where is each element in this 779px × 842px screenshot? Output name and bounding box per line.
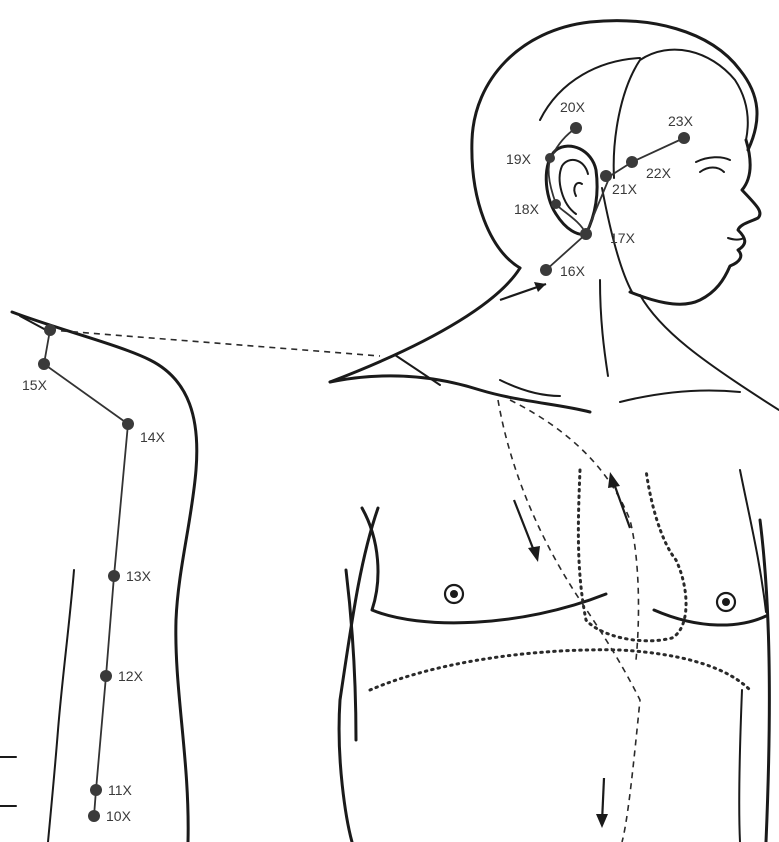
arrow-chest-down (514, 500, 540, 562)
point-15x: 15X (22, 324, 56, 393)
point-11x-label: 11X (108, 782, 133, 798)
point-18x: 18X (514, 199, 561, 217)
point-11x: 11X (90, 782, 133, 798)
point-14x: 14X (122, 418, 166, 445)
point-22x-label: 22X (646, 165, 672, 181)
point-21x-label: 21X (612, 181, 638, 197)
point-17x-label: 17X (610, 230, 636, 246)
point-13x: 13X (108, 568, 152, 584)
point-16x: 16X (540, 263, 586, 279)
point-10x: 10X (88, 808, 132, 824)
point-12x-label: 12X (118, 668, 144, 684)
point-22x: 22X (626, 156, 672, 181)
point-12x: 12X (100, 668, 144, 684)
point-23x-label: 23X (668, 113, 694, 129)
point-14x-label: 14X (140, 429, 166, 445)
point-21x: 21X (600, 170, 638, 197)
point-19x-label: 19X (506, 151, 532, 167)
point-20x: 20X (560, 99, 586, 134)
point-10x-label: 10X (106, 808, 132, 824)
point-16x-label: 16X (560, 263, 586, 279)
meridian-pathways (50, 330, 750, 842)
point-20x-label: 20X (560, 99, 586, 115)
point-23x: 23X (668, 113, 694, 144)
point-15x-label: 15X (22, 377, 48, 393)
arrow-chest-up (608, 472, 630, 528)
flow-arrows (500, 282, 630, 828)
nipple-markers (445, 585, 735, 611)
arrow-abdomen-down (596, 778, 608, 828)
point-18x-label: 18X (514, 201, 540, 217)
torso-outline (330, 268, 779, 842)
point-13x-label: 13X (126, 568, 152, 584)
point-17x: 17X (580, 228, 636, 246)
